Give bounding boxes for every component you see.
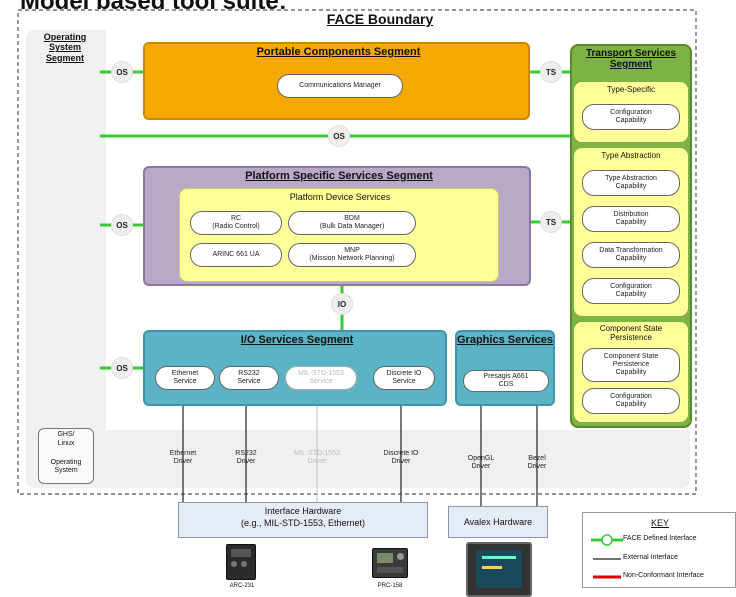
io-services-segment: I/O Services Segment Ethernet Service RS… [143,330,447,406]
boundary-title: FACE Boundary [326,11,434,27]
component-state-persistence-group: Component State Persistence Component St… [574,322,688,422]
platform-device-services: Platform Device Services RC (Radio Contr… [179,188,499,282]
configuration-capability-3: Configuration Capability [582,388,680,414]
type-specific-group: Type-Specific Configuration Capability [574,82,688,142]
prc-158-label: PRC-158 [377,583,403,589]
rc-radio-control: RC (Radio Control) [190,211,282,235]
ts-interface-portable: TS [540,61,562,83]
os-interface-io: OS [111,357,133,379]
arc-231-label: ARC-231 [229,583,255,589]
component-state-persistence-capability: Component State Persistence Capability [582,348,680,382]
mnp-mission-network-planning: MNP (Mission Network Planning) [288,243,416,267]
key-line-samples [591,534,623,579]
rs232-driver: RS232 Driver [235,450,257,466]
key-external: External Interface [623,554,678,561]
io-interface: IO [331,293,353,315]
os-interface-middle: OS [328,125,350,147]
key-nonconformant: Non-Conformant Interface [623,572,704,579]
mil-std-1553-driver: MIL-STD-1553 Driver [294,450,340,466]
key-legend: KEY FACE Defined Interface External Inte… [582,512,736,588]
os-segment-title: Operating System Segment [43,32,87,63]
arinc-661-ua: ARINC 661 UA [190,243,282,267]
io-title: I/O Services Segment [240,334,354,346]
graphics-title: Graphics Services [457,334,554,346]
type-abstraction-title: Type Abstraction [601,151,661,160]
configuration-capability-2: Configuration Capability [582,278,680,304]
discrete-io-driver: Discrete IO Driver [383,450,419,466]
page-title: Model based tool suite: [20,0,287,15]
ethernet-driver: Ethernet Driver [169,450,197,466]
os-box-line1: GHS/ [57,431,75,438]
key-face-defined: FACE Defined Interface [623,535,697,542]
os-box-line2: Linux [57,439,75,447]
avalex-display-image [466,542,532,597]
distribution-capability: Distribution Capability [582,206,680,232]
data-transformation-capability: Data Transformation Capability [582,242,680,268]
opengl-driver: OpenGL Driver [467,455,495,471]
interface-hardware: Interface Hardware (e.g., MIL-STD-1553, … [178,502,428,538]
key-title: KEY [650,518,669,528]
arc-231-radio-image [226,544,256,580]
platform-device-services-title: Platform Device Services [289,192,391,202]
discrete-io-service: Discrete IO Service [373,366,435,390]
csp-title: Component State Persistence [599,324,663,343]
avalex-hardware: Avalex Hardware [448,506,548,538]
transport-services-segment: Transport Services Segment Type-Specific… [570,44,692,428]
graphics-services: Graphics Services Presagis A661 CDS [455,330,555,406]
os-interface-platform: OS [111,214,133,236]
os-interface-portable: OS [111,61,133,83]
presagis-a661-cds: Presagis A661 CDS [463,370,549,392]
rs232-service: RS232 Service [219,366,279,390]
communications-manager: Communications Manager [277,74,403,98]
type-specific-title: Type-Specific [606,85,656,94]
os-box-line3: Operating [50,458,82,466]
platform-specific-services-segment: Platform Specific Services Segment Platf… [143,166,531,286]
mil-std-1553-service: MIL-STD-1553 Service [285,366,357,390]
prc-158-radio-image [372,548,408,578]
os-box: GHS/ Linux Operating System [38,428,94,484]
transport-title: Transport Services Segment [585,48,677,70]
bezel-driver: Bezel Driver [527,455,547,471]
bdm-bulk-data-manager: BDM (Bulk Data Manager) [288,211,416,235]
type-abstraction-capability: Type Abstraction Capability [582,170,680,196]
os-box-line4: System [54,467,78,475]
ethernet-service: Ethernet Service [155,366,215,390]
platform-title: Platform Specific Services Segment [245,170,433,182]
portable-components-segment: Portable Components Segment Communicatio… [143,42,530,120]
type-abstraction-group: Type Abstraction Type Abstraction Capabi… [574,148,688,316]
portable-title: Portable Components Segment [256,46,421,58]
configuration-capability-1: Configuration Capability [582,104,680,130]
ts-interface-platform: TS [540,211,562,233]
